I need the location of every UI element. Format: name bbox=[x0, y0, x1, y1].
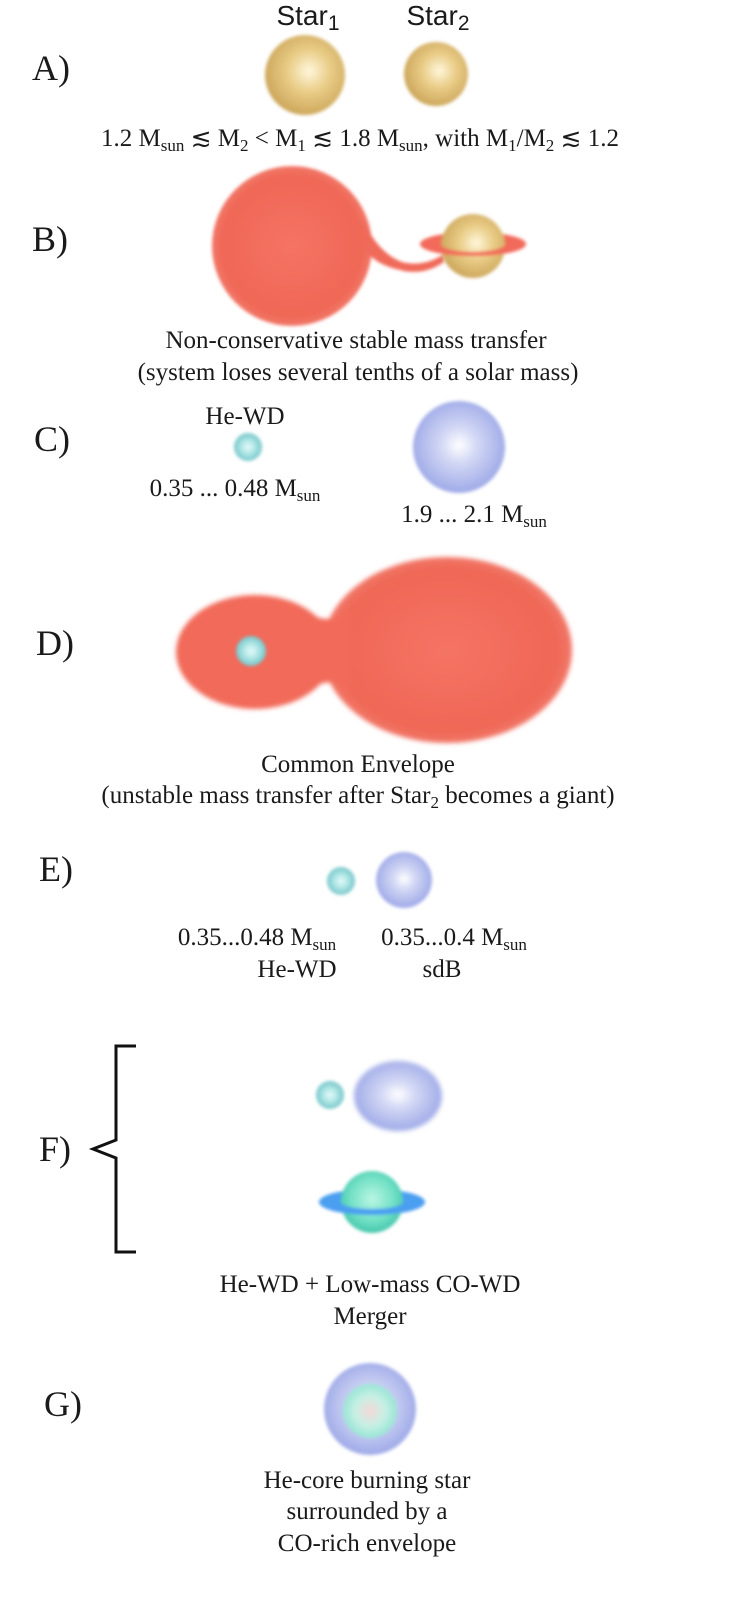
merger-product-icon bbox=[324, 1363, 416, 1455]
co-wd-icon bbox=[319, 1171, 425, 1233]
mass-condition: 1.2 Msun ≲ M2 < M1 ≲ 1.8 Msun, with M1/M… bbox=[100, 125, 620, 155]
he-wd-icon bbox=[327, 867, 355, 895]
blue-star-icon bbox=[413, 401, 505, 493]
star-1-label: Star1 bbox=[276, 0, 340, 35]
accretion-disk-icon bbox=[420, 214, 526, 278]
star-2-label: Star2 bbox=[406, 0, 470, 35]
stage-b-caption-line2: (system loses several tenths of a solar … bbox=[137, 359, 579, 386]
sdb-icon bbox=[376, 852, 432, 908]
stage-label-b: B) bbox=[32, 219, 68, 259]
stage-label-c: C) bbox=[34, 419, 70, 459]
stage-g-caption-line3: CO-rich envelope bbox=[277, 1530, 457, 1557]
sdb-mass: 0.35...0.4 Msun bbox=[381, 924, 527, 954]
stage-label-d: D) bbox=[36, 623, 74, 663]
he-wd-label: He-WD bbox=[205, 403, 285, 430]
star-2-icon bbox=[404, 42, 468, 106]
stage-b-caption-line1: Non-conservative stable mass transfer bbox=[165, 327, 547, 354]
stage-label-e: E) bbox=[39, 849, 73, 889]
stage-g-caption-line2: surrounded by a bbox=[286, 1498, 448, 1525]
sdb-icon bbox=[354, 1061, 442, 1131]
stage-label-g: G) bbox=[44, 1384, 82, 1424]
stage-label-a: A) bbox=[32, 48, 70, 88]
star-1-icon bbox=[265, 35, 345, 115]
common-envelope-icon bbox=[176, 557, 572, 743]
stage-d-caption-line2: (unstable mass transfer after Star2 beco… bbox=[101, 782, 615, 812]
he-wd-icon bbox=[316, 1081, 344, 1109]
he-wd-mass: 0.35 ... 0.48 Msun bbox=[149, 475, 321, 505]
stage-label-f: F) bbox=[39, 1129, 72, 1169]
sdb-label: sdB bbox=[422, 956, 462, 983]
he-wd-label: He-WD bbox=[257, 956, 337, 983]
stage-f-caption-line2: Merger bbox=[333, 1303, 407, 1330]
bracket-icon bbox=[88, 1044, 136, 1254]
stage-g-caption-line1: He-core burning star bbox=[263, 1467, 471, 1494]
companion-mass: 1.9 ... 2.1 Msun bbox=[401, 501, 547, 531]
red-giant-icon bbox=[212, 166, 444, 326]
he-wd-icon bbox=[234, 433, 262, 461]
stage-f-caption-line1: He-WD + Low-mass CO-WD bbox=[219, 1271, 521, 1298]
he-wd-icon bbox=[236, 636, 266, 666]
he-wd-mass: 0.35...0.48 Msun bbox=[177, 924, 337, 954]
stage-d-caption-line1: Common Envelope bbox=[261, 751, 455, 778]
